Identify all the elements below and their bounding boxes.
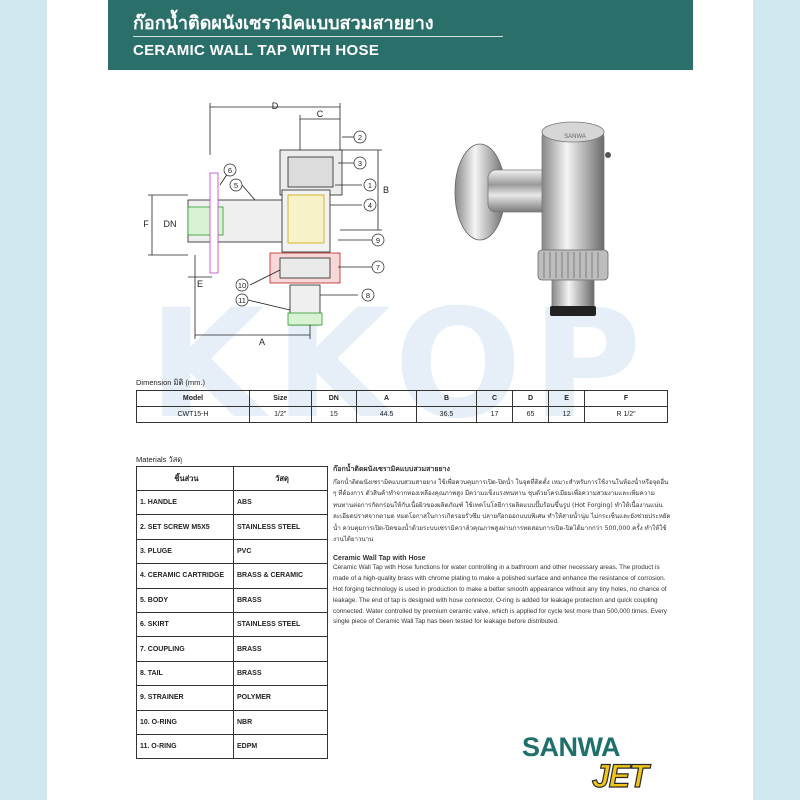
- part-material: PVC: [233, 538, 328, 565]
- part-material: BRASS: [233, 636, 328, 662]
- part-material: STAINLESS STEEL: [233, 611, 328, 638]
- part-material: BRASS: [233, 660, 328, 687]
- brand-logo: SANWA JET: [520, 728, 690, 798]
- header-divider: [133, 36, 503, 37]
- part-name: 10. O-RING: [136, 709, 234, 735]
- dim-E: E: [197, 279, 203, 289]
- photo-cap-text: SANWA: [564, 134, 586, 140]
- part-name: 7. COUPLING: [136, 636, 234, 662]
- materials-label: Materials วัสดุ: [136, 455, 183, 464]
- dim-DN: DN: [164, 219, 177, 229]
- product-description: ก๊อกน้ำติดผนังเซรามิคแบบสวมสายยาง ก๊อกน้…: [333, 464, 673, 628]
- page-header: ก๊อกน้ำติดผนังเซรามิคแบบสวมสายยาง CERAMI…: [108, 0, 693, 70]
- col-header: C: [475, 390, 514, 407]
- callout-9: 9: [376, 236, 380, 245]
- part-name: 4. CERAMIC CARTRIDGE: [136, 563, 234, 589]
- col-header: DN: [310, 390, 358, 407]
- callout-3: 3: [358, 159, 362, 168]
- callout-11: 11: [238, 296, 246, 305]
- table-header-row: ชิ้นส่วน วัสดุ: [136, 466, 328, 491]
- col-header: Model: [136, 390, 250, 407]
- callout-6: 6: [228, 166, 232, 175]
- dim-B: B: [383, 185, 389, 195]
- callout-5: 5: [234, 181, 238, 190]
- table-cell: 36.5: [416, 406, 477, 423]
- part-name: 8. TAIL: [136, 660, 234, 687]
- technical-drawing: D C B F DN E A 1 2 3 4 5 6 7 8 9 10 11: [143, 101, 389, 347]
- col-header: ชิ้นส่วน: [136, 466, 234, 491]
- table-cell: R 1/2": [584, 406, 668, 423]
- col-header: E: [548, 390, 586, 407]
- logo-jet: JET: [591, 757, 649, 794]
- header-title-th: ก๊อกน้ำติดผนังเซรามิคแบบสวมสายยาง: [133, 13, 434, 34]
- col-header: Size: [249, 390, 312, 407]
- part-name: 1. HANDLE: [136, 489, 234, 516]
- table-cell: 44.5: [356, 406, 418, 423]
- description-body-en: Ceramic Wall Tap with Hose functions for…: [333, 564, 667, 626]
- part-material: POLYMER: [233, 685, 328, 711]
- product-photo: SANWA: [454, 121, 611, 316]
- col-header: A: [356, 390, 418, 407]
- callout-2: 2: [358, 133, 362, 142]
- col-header: วัสดุ: [233, 466, 328, 491]
- col-header: D: [511, 390, 550, 407]
- col-header: F: [584, 390, 668, 407]
- callout-4: 4: [368, 201, 372, 210]
- table-cell: 12: [548, 406, 586, 423]
- description-title-th: ก๊อกน้ำติดผนังเซรามิคแบบสวมสายยาง: [333, 465, 450, 473]
- dim-A: A: [259, 337, 265, 347]
- part-material: BRASS & CERAMIC: [233, 563, 328, 589]
- dimension-label: Dimension มิติ (mm.): [136, 378, 205, 387]
- table-cell: 65: [511, 406, 550, 423]
- part-name: 9. STRAINER: [136, 685, 234, 711]
- dim-F: F: [143, 219, 149, 229]
- part-material: STAINLESS STEEL: [233, 514, 328, 540]
- dimension-table: Model Size DN A B C D E F CWT15-H 1/2" 1…: [136, 390, 668, 423]
- part-name: 6. SKIRT: [136, 611, 234, 638]
- table-cell: 15: [310, 406, 358, 423]
- header-title-en: CERAMIC WALL TAP WITH HOSE: [133, 42, 380, 59]
- part-name: 2. SET SCREW M5X5: [136, 514, 234, 540]
- callout-7: 7: [376, 263, 380, 272]
- part-material: EDPM: [233, 733, 328, 760]
- logo-sanwa: SANWA: [522, 732, 621, 762]
- part-material: NBR: [233, 709, 328, 735]
- description-title-en: Ceramic Wall Tap with Hose: [333, 555, 426, 563]
- table-cell: 17: [475, 406, 514, 423]
- dim-C: C: [317, 109, 324, 119]
- dim-D: D: [272, 101, 279, 111]
- table-cell: 1/2": [249, 406, 312, 423]
- part-material: ABS: [233, 489, 328, 516]
- part-name: 11. O-RING: [136, 733, 234, 760]
- part-name: 3. PLUGE: [136, 538, 234, 565]
- part-material: BRASS: [233, 587, 328, 613]
- table-cell: CWT15-H: [136, 406, 250, 423]
- part-name: 5. BODY: [136, 587, 234, 613]
- col-header: B: [416, 390, 477, 407]
- table-row: CWT15-H 1/2" 15 44.5 36.5 17 65 12 R 1/2…: [136, 406, 668, 423]
- callout-1: 1: [368, 181, 372, 190]
- callout-8: 8: [366, 291, 370, 300]
- table-header-row: Model Size DN A B C D E F: [136, 390, 668, 407]
- description-body-th: ก๊อกน้ำติดผนังเซรามิคแบบสวมสายยาง ใช้เพื…: [333, 479, 671, 544]
- callout-10: 10: [238, 281, 246, 290]
